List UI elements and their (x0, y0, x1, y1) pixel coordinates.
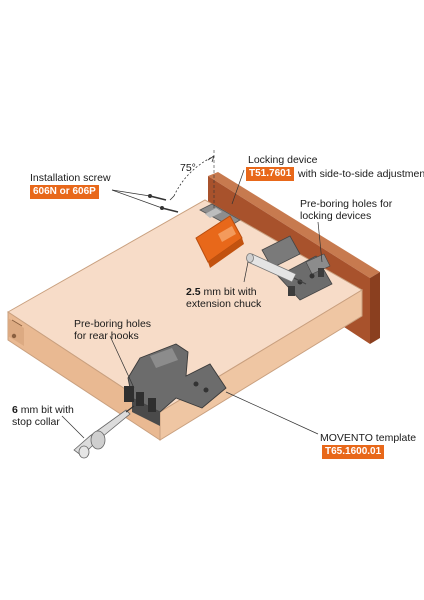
template-code: T65.1600.01 (322, 445, 385, 459)
bit-25-line1-rest: mm bit with (200, 286, 257, 298)
angle-label: 75° (180, 162, 196, 174)
bit-25-size: 2.5 (186, 286, 201, 298)
locking-device-label: Locking device (248, 154, 318, 166)
locking-device-code: T51.7601 (246, 167, 295, 181)
preboring-rear-line1: Pre-boring holes (74, 318, 152, 330)
install-screw-code: 606N or 606P (30, 185, 99, 199)
extension-chuck-drill (246, 253, 307, 285)
locking-device (195, 215, 244, 268)
template-label: MOVENTO template (320, 432, 417, 444)
bit-6-line2: stop collar (12, 416, 60, 428)
stop-collar-drill (73, 405, 135, 459)
preboring-locking-line1: Pre-boring holes for (300, 198, 393, 210)
angle-indicator (169, 150, 215, 210)
bit-6-line1: 6 mm bit with (12, 404, 74, 416)
leader-lines (61, 169, 323, 439)
preboring-locking-line2: locking devices (300, 210, 372, 222)
template-locking-side (261, 235, 333, 301)
bit-6-line1-rest: mm bit with (17, 404, 74, 416)
locking-device-suffix: with side-to-side adjustment (298, 168, 424, 180)
template-rear-hooks (124, 343, 227, 426)
bit-25-line1: 2.5 mm bit with (186, 286, 257, 298)
preboring-rear-line2: for rear hooks (74, 330, 139, 342)
bit-6-size: 6 (12, 404, 18, 416)
bit-25-line2: extension chuck (186, 298, 262, 310)
install-screw-label: Installation screw (30, 172, 111, 184)
